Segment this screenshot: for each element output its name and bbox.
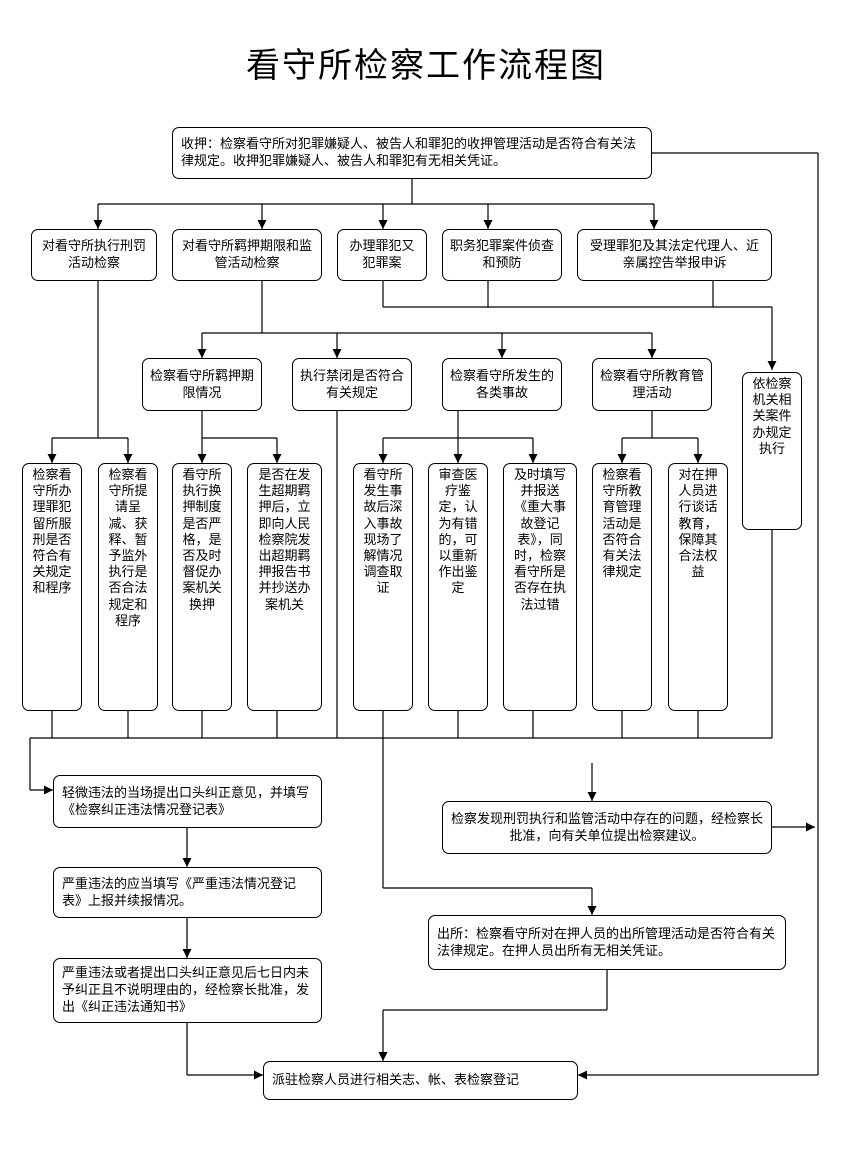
handle-crime-text: 办理罪犯又犯罪案	[349, 239, 415, 271]
suggestion-box: 检察发现刑罚执行和监管活动中存在的问题，经检察长批准，向有关单位提出检察建议。	[442, 801, 772, 854]
handle-crime-box: 办理罪犯又犯罪案	[337, 229, 427, 281]
check-period-text: 检察看守所羁押期限情况	[149, 368, 254, 401]
detention-mgmt-box: 对看守所羁押期限和监管活动检察	[172, 229, 322, 281]
penalty-exec-text: 对看守所执行刑罚活动检察	[41, 239, 146, 271]
page-title: 看守所检察工作流程图	[246, 46, 606, 86]
minor-violation-box: 轻微违法的当场提出口头纠正意见，并填写《检察纠正违法情况登记表》	[53, 775, 322, 828]
duty-crime-box: 职务犯罪案件侦查和预防	[442, 229, 562, 281]
intake-text: 收押：检察看守所对犯罪嫌疑人、被告人和罪犯的收押管理活动是否符合有关法律规定。收…	[181, 137, 637, 169]
education-text: 检察看守所教育管理活动	[599, 368, 704, 401]
minor-violation-text: 轻微违法的当场提出口头纠正意见，并填写《检察纠正违法情况登记表》	[62, 785, 310, 818]
v9-box: 对在押人员进行谈话教育，保障其合法权益	[668, 463, 728, 711]
violation-notice-text: 严重违法或者提出口头纠正意见后七日内未予纠正且不说明理由的，经检察长批准，发出《…	[62, 966, 310, 1015]
v4-text: 是否在发生超期羁押后，立即向人民检察院发出超期羁押报告书并抄送办案机关	[258, 468, 311, 613]
intake-box: 收押：检察看守所对犯罪嫌疑人、被告人和罪犯的收押管理活动是否符合有关法律规定。收…	[172, 127, 652, 179]
v5-box: 看守所发生事故后深入事故现场了解情况调查取证	[353, 463, 413, 711]
confinement-box: 执行禁闭是否符合有关规定	[292, 358, 412, 411]
organ-law-box: 依检察机关相关案件办规定执行	[742, 372, 802, 530]
v8-text: 检察看守所教育管理活动是否符合有关法律规定	[602, 468, 642, 581]
v3-text: 看守所执行换押制度是否严格，是否及时督促办案机关换押	[182, 468, 222, 613]
v2-box: 检察看守所提请呈减、获释、暂予监外执行是否合法规定和程序	[98, 463, 158, 711]
detention-mgmt-text: 对看守所羁押期限和监管活动检察	[181, 239, 312, 271]
v7-text: 及时填写并报送《重大事故登记表》，同时，检察看守所是否存在执法过错	[513, 468, 566, 613]
suggestion-text: 检察发现刑罚执行和监管活动中存在的问题，经检察长批准，向有关单位提出检察建议。	[450, 811, 763, 844]
accidents-box: 检察看守所发生的各类事故	[442, 358, 562, 411]
v8-box: 检察看守所教育管理活动是否符合有关法律规定	[592, 463, 652, 711]
v4-box: 是否在发生超期羁押后，立即向人民检察院发出超期羁押报告书并抄送办案机关	[247, 463, 322, 711]
education-box: 检察看守所教育管理活动	[592, 358, 712, 411]
v9-text: 对在押人员进行谈话教育，保障其合法权益	[678, 468, 718, 581]
v1-text: 检察看守所办理罪犯留所服刑是否符合有关规定和程序	[32, 468, 72, 597]
confinement-text: 执行禁闭是否符合有关规定	[299, 368, 404, 401]
v5-text: 看守所发生事故后深入事故现场了解情况调查取证	[363, 468, 403, 597]
v6-box: 审查医疗鉴定，认为有错的，可以重新作出鉴定	[428, 463, 488, 711]
organ-law-text: 依检察机关相关案件办规定执行	[752, 377, 792, 457]
complaints-text: 受理罪犯及其法定代理人、近亲属控告举报申诉	[589, 239, 759, 271]
complaints-box: 受理罪犯及其法定代理人、近亲属控告举报申诉	[577, 229, 772, 281]
check-period-box: 检察看守所羁押期限情况	[142, 358, 262, 411]
release-box: 出所：检察看守所对在押人员的出所管理活动是否符合有关法律规定。在押人员出所有无相…	[428, 915, 786, 970]
accidents-text: 检察看守所发生的各类事故	[449, 368, 554, 401]
penalty-exec-box: 对看守所执行刑罚活动检察	[31, 229, 157, 281]
serious-violation-text: 严重违法的应当填写《严重违法情况登记表》上报并续报情况。	[62, 876, 297, 909]
v6-text: 审查医疗鉴定，认为有错的，可以重新作出鉴定	[438, 468, 478, 597]
v3-box: 看守所执行换押制度是否严格，是否及时督促办案机关换押	[172, 463, 232, 711]
register-text: 派驻检察人员进行相关志、帐、表检察登记	[272, 1073, 520, 1088]
register-box: 派驻检察人员进行相关志、帐、表检察登记	[263, 1061, 578, 1100]
serious-violation-box: 严重违法的应当填写《严重违法情况登记表》上报并续报情况。	[53, 867, 322, 918]
violation-notice-box: 严重违法或者提出口头纠正意见后七日内未予纠正且不说明理由的，经检察长批准，发出《…	[53, 958, 322, 1023]
v1-box: 检察看守所办理罪犯留所服刑是否符合有关规定和程序	[22, 463, 82, 711]
duty-crime-text: 职务犯罪案件侦查和预防	[449, 239, 554, 271]
v7-box: 及时填写并报送《重大事故登记表》，同时，检察看守所是否存在执法过错	[503, 463, 577, 711]
release-text: 出所：检察看守所对在押人员的出所管理活动是否符合有关法律规定。在押人员出所有无相…	[437, 926, 776, 959]
v2-text: 检察看守所提请呈减、获释、暂予监外执行是否合法规定和程序	[108, 468, 148, 629]
